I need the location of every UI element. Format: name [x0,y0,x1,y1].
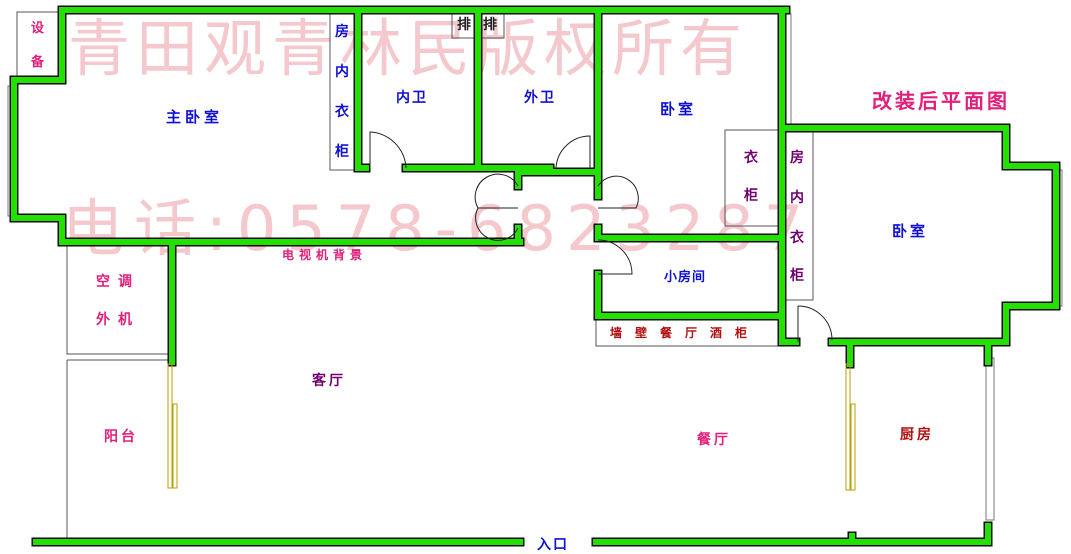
door-bedroom-2 [797,305,833,341]
sliding-doors [167,363,856,491]
doors [369,131,833,342]
ac-unit-label-1: 空调 [96,273,140,290]
bedroom-1-label: 卧室 [660,100,696,118]
room-labels: 设 备 主卧室 房 内 衣 柜 内卫 排 排 外卫 卧室 衣 柜 房 内 衣 柜… [30,16,934,553]
door-small-room [597,239,633,275]
door-hall-left [474,173,519,209]
wardrobe-3-char-2: 内 [790,189,804,206]
exhaust-2-label: 排 [483,16,497,33]
plan-title: 改装后平面图 [872,89,1010,113]
wardrobe-2-char-2: 柜 [744,187,758,204]
tv-wall-label: 电视机背景 [282,247,367,262]
small-room-label: 小房间 [664,269,706,285]
master-bedroom-label: 主卧室 [166,108,223,126]
door-inner-bath [369,131,407,169]
door-outer-bath [555,135,591,169]
wardrobe-1-char-1: 房 [335,23,349,40]
exhaust-1-label: 排 [457,16,471,33]
bedroom-2-label: 卧室 [892,222,928,240]
entrance-label: 入口 [537,537,569,553]
wardrobe-1-char-2: 内 [335,63,349,80]
watermark-phone: 电话:0578-6823287 [62,192,813,265]
equipment-label-1: 设 [31,21,45,36]
inner-bath-label: 内卫 [396,89,428,106]
wardrobe-1-char-3: 衣 [335,103,350,120]
wardrobe-2-char-1: 衣 [744,149,759,166]
balcony-label: 阳台 [104,428,138,445]
door-bedroom-1 [597,175,639,209]
wine-cabinet-label: 墙壁餐厅酒柜 [610,325,760,340]
wardrobe-1-char-4: 柜 [335,143,349,160]
walls [11,7,1059,545]
living-room-label: 客厅 [311,372,346,389]
wardrobe-3-char-1: 房 [790,149,804,166]
wardrobe-3-char-3: 衣 [790,229,805,246]
kitchen-label: 厨房 [900,426,934,443]
dining-room-label: 餐厅 [696,431,731,448]
equipment-label-2: 备 [30,54,45,70]
wardrobe-3-char-4: 柜 [790,267,804,284]
ac-unit-label-2: 外机 [96,311,140,328]
outer-bath-label: 外卫 [524,89,556,106]
watermark-copyright: 青田观青林民版权所有 [68,12,748,85]
